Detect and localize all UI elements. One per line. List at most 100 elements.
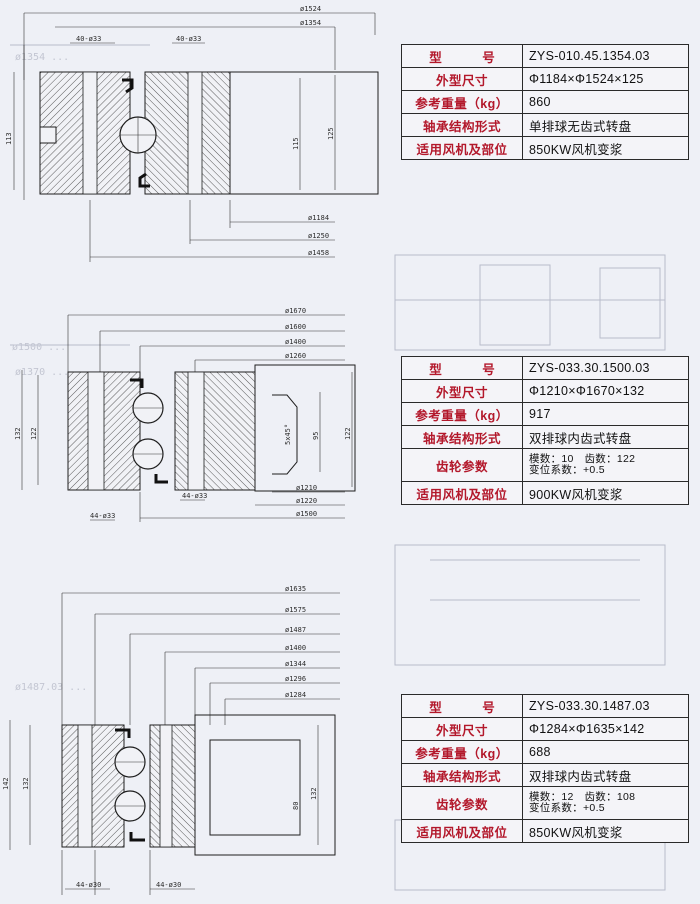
label-application: 适用风机及部位 [401,136,523,160]
label-weight: 参考重量（kg） [401,740,523,764]
value-gear: 模数：12 齿数：108 变位系数：+0.5 [522,786,689,820]
dim-h80: 80 [292,802,300,810]
value-structure: 双排球内齿式转盘 [522,763,689,787]
table-row: 适用风机及部位 850KW风机变浆 [401,819,689,843]
svg-text:ø1354 ...: ø1354 ... [15,52,69,63]
label-model: 型 号 [401,44,523,68]
gear-shift-coefficient: 变位系数：+0.5 [529,464,605,476]
label-size: 外型尺寸 [401,379,523,403]
label-weight: 参考重量（kg） [401,90,523,114]
dim-d1635: ø1635 [285,585,306,593]
value-model: ZYS-010.45.1354.03 [522,44,689,68]
label-model: 型 号 [401,356,523,380]
svg-text:ø1487.03 ...: ø1487.03 ... [15,682,87,693]
spec-table-2: 型 号 ZYS-033.30.1500.03 外型尺寸 Φ1210×Φ1670×… [401,356,689,505]
dim-holes-inner: 40-ø33 [176,35,201,43]
dim-d1575: ø1575 [285,606,306,614]
table-row: 型 号 ZYS-033.30.1500.03 [401,356,689,380]
value-weight: 688 [522,740,689,764]
gear-module-teeth: 模数：10 齿数：122 [529,453,636,465]
dim-d1400b: ø1400 [285,644,306,652]
table-row: 参考重量（kg） 917 [401,402,689,426]
background-ghost-drawing: ø1354 ... ø1500 ... ø1370 ... ø1487.03 .… [10,44,666,891]
label-model: 型 号 [401,694,523,718]
svg-text:ø1370 ...: ø1370 ... [15,367,69,378]
dim-h132-left: 132 [22,777,30,790]
dim-h142: 142 [2,777,10,790]
dim-d1260: ø1260 [285,352,306,360]
dim-h122-right: 122 [344,427,352,440]
value-application: 850KW风机变浆 [522,136,689,160]
dim-d1500: ø1500 [296,510,317,518]
label-gear: 齿轮参数 [401,448,523,482]
table-row: 外型尺寸 Φ1210×Φ1670×132 [401,379,689,403]
value-gear: 模数：10 齿数：122 变位系数：+0.5 [522,448,689,482]
dim-h125: 125 [327,127,335,140]
dim-h122-left: 122 [30,427,38,440]
dim-holes3-outer: 44-ø30 [76,881,101,889]
dim-d1250: ø1250 [308,232,329,240]
label-structure: 轴承结构形式 [401,763,523,787]
table-row: 适用风机及部位 850KW风机变浆 [401,136,689,160]
spec-table-3: 型 号 ZYS-033.30.1487.03 外型尺寸 Φ1284×Φ1635×… [401,694,689,843]
svg-text:ø1500 ...: ø1500 ... [12,342,66,353]
dim-d1670: ø1670 [285,307,306,315]
table-row: 参考重量（kg） 688 [401,740,689,764]
dim-h113: 113 [5,132,13,145]
table-row: 外型尺寸 Φ1184×Φ1524×125 [401,67,689,91]
dim-holes2-inner: 44-ø33 [182,492,207,500]
drawing-2-double-row-ball: ø1670 ø1600 ø1400 ø1260 132 122 5x45° 95… [14,307,356,522]
label-size: 外型尺寸 [401,67,523,91]
dim-holes3-inner: 44-ø30 [156,881,181,889]
table-row: 外型尺寸 Φ1284×Φ1635×142 [401,717,689,741]
spec-table-1: 型 号 ZYS-010.45.1354.03 外型尺寸 Φ1184×Φ1524×… [401,44,689,160]
value-size: Φ1284×Φ1635×142 [522,717,689,741]
dim-d1400: ø1400 [285,338,306,346]
table-row: 齿轮参数 模数：10 齿数：122 变位系数：+0.5 [401,448,689,482]
value-size: Φ1210×Φ1670×132 [522,379,689,403]
drawing-3-double-row-ball: ø1635 ø1575 ø1487 ø1400 ø1344 ø1296 ø128… [2,585,340,895]
label-application: 适用风机及部位 [401,481,523,505]
dim-d1296: ø1296 [285,675,306,683]
dim-h132-right: 132 [310,787,318,800]
gear-module-teeth: 模数：12 齿数：108 [529,791,636,803]
table-row: 轴承结构形式 单排球无齿式转盘 [401,113,689,137]
dim-h95: 95 [312,432,320,440]
dim-d1184: ø1184 [308,214,329,222]
dim-d1487: ø1487 [285,626,306,634]
dim-d1524: ø1524 [300,5,321,13]
dim-holes2-outer: 44-ø33 [90,512,115,520]
dim-d1344: ø1344 [285,660,306,668]
dim-chamfer: 5x45° [284,424,292,445]
value-model: ZYS-033.30.1487.03 [522,694,689,718]
table-row: 轴承结构形式 双排球内齿式转盘 [401,425,689,449]
dim-h115: 115 [292,137,300,150]
value-weight: 860 [522,90,689,114]
value-structure: 双排球内齿式转盘 [522,425,689,449]
value-size: Φ1184×Φ1524×125 [522,67,689,91]
dim-h132: 132 [14,427,22,440]
gear-shift-coefficient: 变位系数：+0.5 [529,802,605,814]
table-row: 齿轮参数 模数：12 齿数：108 变位系数：+0.5 [401,786,689,820]
value-weight: 917 [522,402,689,426]
dim-d1284: ø1284 [285,691,306,699]
table-row: 适用风机及部位 900KW风机变浆 [401,481,689,505]
label-weight: 参考重量（kg） [401,402,523,426]
dim-d1600: ø1600 [285,323,306,331]
value-model: ZYS-033.30.1500.03 [522,356,689,380]
table-row: 参考重量（kg） 860 [401,90,689,114]
value-application: 900KW风机变浆 [522,481,689,505]
label-gear: 齿轮参数 [401,786,523,820]
value-structure: 单排球无齿式转盘 [522,113,689,137]
drawing-1-single-row-ball: ø1524 ø1354 113 40-ø33 40-ø33 125 115 [5,5,379,262]
label-structure: 轴承结构形式 [401,113,523,137]
table-row: 型 号 ZYS-033.30.1487.03 [401,694,689,718]
dim-d1458: ø1458 [308,249,329,257]
dim-holes-outer: 40-ø33 [76,35,101,43]
dim-d1354: ø1354 [300,19,321,27]
label-application: 适用风机及部位 [401,819,523,843]
dim-d1220: ø1220 [296,497,317,505]
label-size: 外型尺寸 [401,717,523,741]
